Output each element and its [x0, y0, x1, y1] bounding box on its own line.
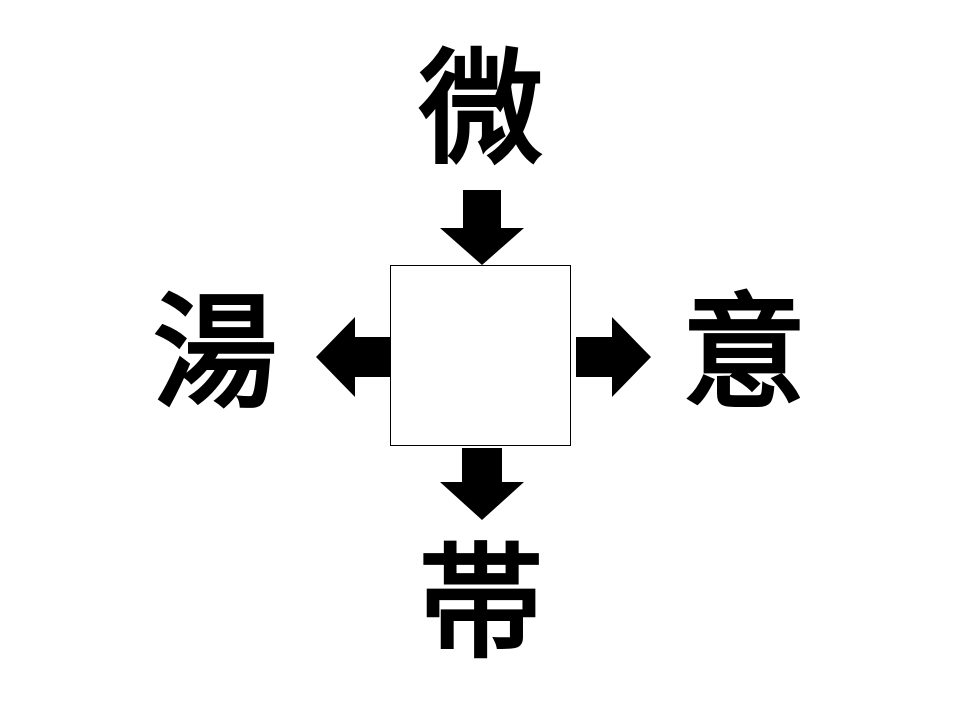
bottom-kanji: 帯	[418, 532, 543, 676]
arrow-left-icon	[316, 317, 390, 397]
arrow-right-icon	[576, 317, 651, 397]
arrow-down-bottom-icon	[440, 448, 524, 520]
top-kanji: 微	[418, 38, 543, 182]
right-kanji: 意	[681, 282, 806, 426]
arrow-down-icon	[440, 190, 524, 265]
left-kanji: 湯	[152, 282, 277, 426]
answer-box[interactable]	[390, 265, 571, 446]
